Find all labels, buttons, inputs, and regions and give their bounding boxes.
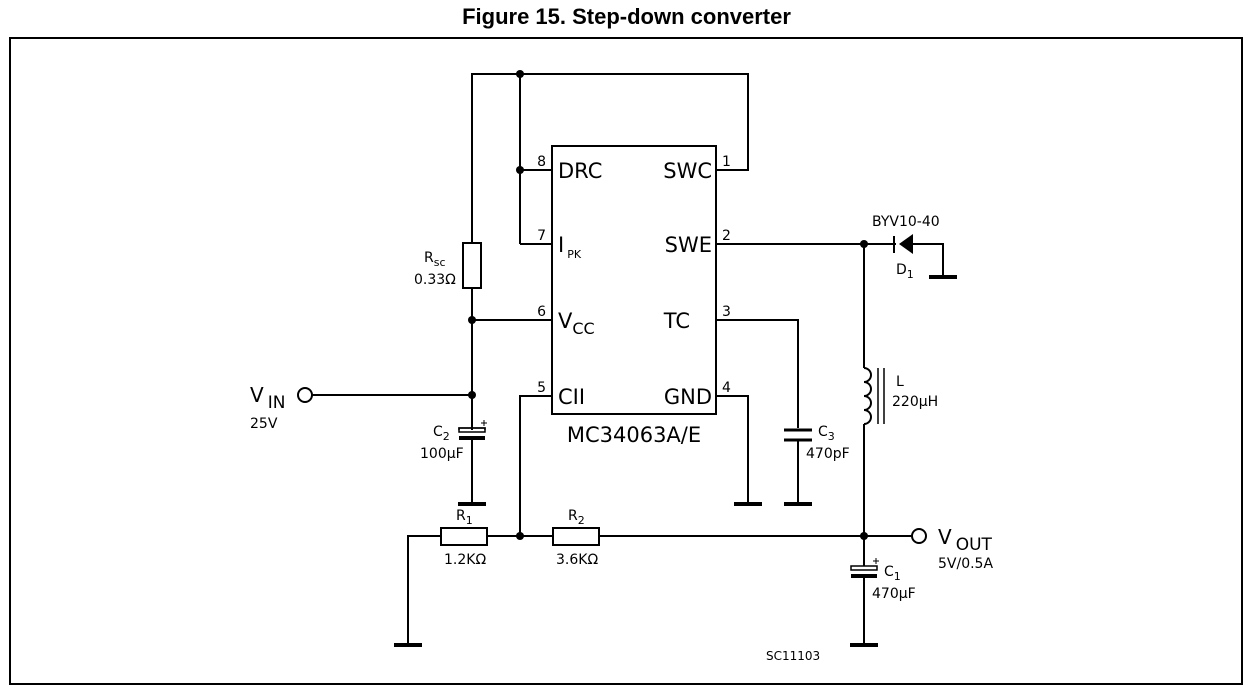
- vout-value: 5V/0.5A: [938, 556, 993, 572]
- pin1-label: SWC: [663, 159, 712, 183]
- pin4-label: GND: [664, 385, 712, 409]
- d1-part-number: BYV10-40: [872, 214, 940, 230]
- pin3-wire: [716, 319, 799, 428]
- vout-terminal: [911, 528, 927, 544]
- ic-body: [551, 145, 717, 415]
- d1-label: D1: [896, 262, 914, 281]
- r1-label: R1: [456, 508, 473, 527]
- l-value: 220μH: [892, 394, 938, 410]
- pin8-label: DRC: [558, 159, 602, 183]
- pin4-wire: [716, 395, 749, 504]
- junction: [468, 316, 476, 324]
- c2-gap: [455, 430, 489, 436]
- l-label: L: [896, 374, 904, 390]
- vin-terminal: [297, 387, 313, 403]
- pin8-number: 8: [537, 154, 546, 170]
- rsc-value: 0.33Ω: [414, 272, 456, 288]
- c1-value: 470μF: [872, 586, 916, 602]
- pin5-wire: [519, 395, 552, 536]
- pin2-number: 2: [722, 228, 731, 244]
- junction: [516, 532, 524, 540]
- r1-value: 1.2KΩ: [444, 552, 486, 568]
- c2-label: C2: [433, 424, 450, 443]
- rsc-label: Rsc: [424, 250, 446, 269]
- pin6-label: VCC: [558, 309, 595, 338]
- pin3-number: 3: [722, 304, 731, 320]
- rsc-resistor: [462, 242, 482, 289]
- diode-ground-wire: [913, 243, 944, 277]
- figure-code: SC11103: [766, 649, 820, 663]
- pin1-number: 1: [722, 154, 731, 170]
- c2-value: 100μF: [420, 446, 464, 462]
- l-inductor: [863, 367, 872, 425]
- figure-frame: [9, 37, 1243, 685]
- figure-title: Figure 15. Step-down converter: [462, 4, 791, 29]
- pin2-label: SWE: [665, 233, 712, 257]
- ic-part-number: MC34063A/E: [567, 423, 701, 447]
- c3-value: 470pF: [806, 446, 850, 462]
- r2-value: 3.6KΩ: [556, 552, 598, 568]
- pin6-number: 6: [537, 304, 546, 320]
- c1-label: C1: [884, 564, 901, 583]
- top-loop-wire: [471, 73, 749, 243]
- pin4-number: 4: [722, 380, 731, 396]
- pin5-label: CII: [558, 385, 585, 409]
- junction: [468, 391, 476, 399]
- r1-resistor: [440, 527, 488, 546]
- vin-value: 25V: [250, 416, 278, 432]
- c3-label: C3: [818, 424, 835, 443]
- c1-capacitor: [850, 565, 878, 571]
- junction: [516, 70, 524, 78]
- r1-ground-wire: [407, 535, 441, 645]
- c2-capacitor-top: [458, 427, 486, 433]
- pin7-number: 7: [537, 228, 546, 244]
- r2-label: R2: [568, 508, 585, 527]
- pin3-label: TC: [663, 309, 690, 333]
- junction: [516, 166, 524, 174]
- r2-resistor: [552, 527, 600, 546]
- d1-diode: [899, 234, 913, 254]
- pin5-number: 5: [537, 380, 546, 396]
